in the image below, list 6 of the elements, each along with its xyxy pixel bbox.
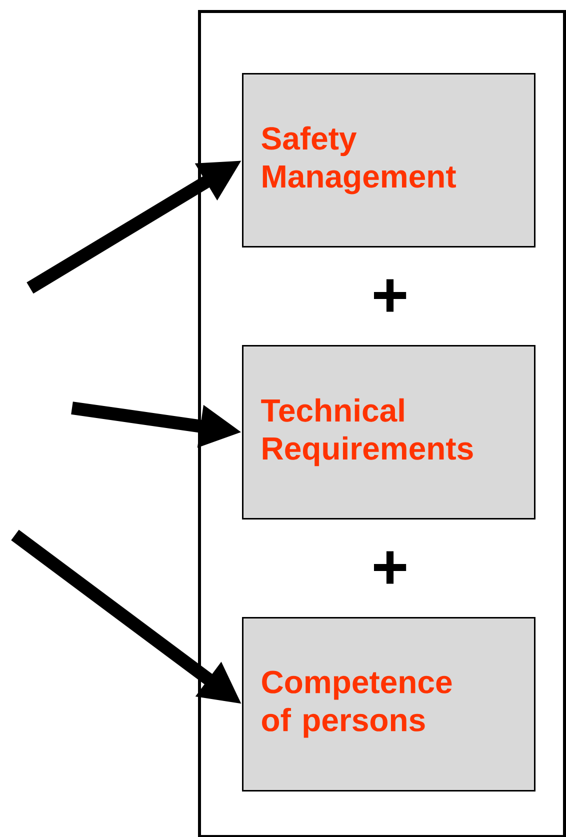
frame <box>198 10 566 837</box>
plus-sign: + <box>374 551 406 584</box>
text-box: Competence of persons <box>242 617 536 792</box>
plus-sign: + <box>374 279 406 312</box>
text-box: Technical Requirements <box>242 345 536 520</box>
text-box: Safety Management <box>242 73 536 248</box>
